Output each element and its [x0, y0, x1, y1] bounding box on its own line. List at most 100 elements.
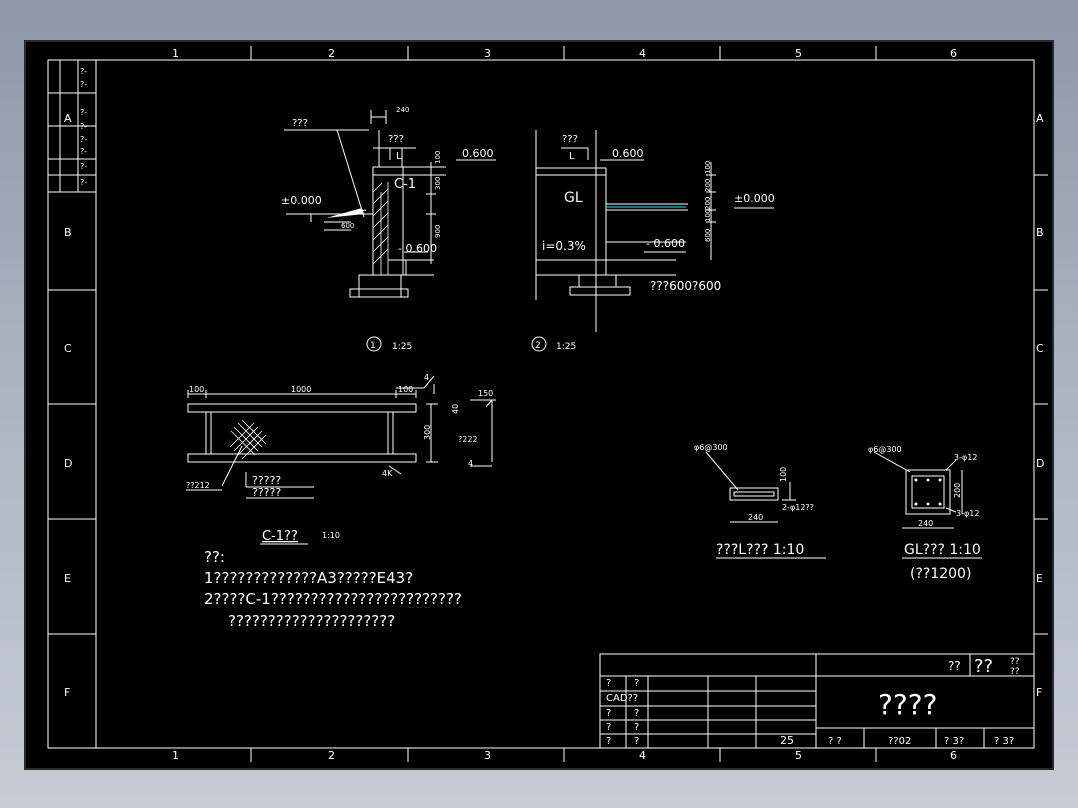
tb-row-label: ? — [606, 708, 611, 719]
s1-dim-l-label: ??? — [388, 134, 404, 145]
c1-weld-note: ?222 — [458, 435, 478, 444]
col-label-1: 1 — [172, 47, 179, 60]
beam-gl-detail: φ6@300 3-φ12 3-φ12 200 240 GL??? 1:10 (?… — [868, 445, 982, 582]
tb-row-label: CAD?? — [606, 693, 638, 704]
beam-gl-stirrup: φ6@300 — [868, 445, 902, 454]
zone-ticks — [48, 46, 1048, 762]
section-2: ??? L 0.600 GL i=0.3% - 0.600 ???600?600… — [531, 130, 775, 352]
s2-dim-right: 600 — [704, 229, 712, 242]
s2-dim-right: 100 — [704, 161, 712, 174]
beam-gl-dim-200: 200 — [953, 483, 962, 498]
s2-level-0000: ±0.000 — [734, 192, 775, 205]
c1-dim-4: 4 — [468, 459, 473, 468]
notes-heading: ??: — [204, 548, 225, 566]
c1-weld-size: 4 — [424, 373, 429, 382]
revision-mark: ?- — [80, 178, 87, 187]
tb-bottom: ? ? — [828, 736, 842, 747]
s2-scale: 1:25 — [556, 342, 576, 352]
beam-l-stirrup: φ6@300 — [694, 443, 728, 452]
tb-value-25: 25 — [780, 734, 794, 747]
beam-gl-subtitle: (??1200) — [910, 566, 971, 582]
tb-drawing-name: ???? — [878, 688, 937, 721]
s1-dim-right: 300 — [434, 177, 442, 190]
s1-level-m0600: - 0.600 — [398, 242, 437, 255]
tb-bottom: ? 3? — [944, 736, 964, 747]
s1-level-0000: ±0.000 — [281, 194, 322, 207]
row-label-d-right: D — [1036, 457, 1044, 470]
s1-dim-right: 100 — [434, 151, 442, 164]
tb-top-right: ?? — [1010, 657, 1020, 667]
row-label-e: E — [64, 572, 71, 585]
revision-mark: ?- — [80, 67, 87, 76]
row-label-c: C — [64, 342, 72, 355]
tb-top-right: ?? — [974, 656, 993, 677]
notes-line-3: ????????????????????? — [228, 612, 395, 630]
row-label-f-right: F — [1036, 686, 1042, 699]
revision-mark: ?- — [80, 108, 87, 117]
row-label-a: A — [64, 112, 72, 125]
revision-mark: ?- — [80, 135, 87, 144]
drawing-sheet: 1 2 3 4 5 6 1 2 3 4 5 6 A B C D E F A B … — [47, 46, 1048, 762]
tb-bottom: ? 3? — [994, 736, 1014, 747]
s2-level-0600: 0.600 — [612, 147, 644, 160]
revision-mark: ?- — [80, 80, 87, 89]
row-label-d: D — [64, 457, 72, 470]
tb-row-label: ? — [606, 678, 611, 689]
s2-dim-right: 200 — [704, 197, 712, 210]
notes-line-1: 1?????????????A3?????E43? — [204, 569, 413, 587]
s1-member-label: C-1 — [394, 177, 416, 192]
beam-l-detail: φ6@300 100 240 2-φ12?? ???L??? 1:10 — [694, 443, 826, 559]
s1-scale: 1:25 — [392, 342, 412, 352]
beam-l-dim-240: 240 — [748, 513, 763, 522]
s2-dim-right: 100 — [704, 209, 712, 222]
col-label-1-bottom: 1 — [172, 749, 179, 762]
general-notes: ??: 1?????????????A3?????E43? 2????C-1??… — [204, 548, 462, 630]
col-label-3-bottom: 3 — [484, 749, 491, 762]
col-label-4-bottom: 4 — [639, 749, 646, 762]
col-label-6-bottom: 6 — [950, 749, 957, 762]
c1-hatch-note: ??212 — [186, 481, 210, 490]
s1-dim-600: 600 — [341, 222, 354, 230]
row-label-a-right: A — [1036, 112, 1044, 125]
col-label-3: 3 — [484, 47, 491, 60]
c1-note-a: ????? — [252, 474, 281, 487]
s1-l-mark: L — [396, 151, 402, 162]
s1-top-label: ??? — [292, 118, 308, 129]
row-label-b: B — [64, 226, 72, 239]
s2-number: 2 — [535, 341, 541, 351]
s2-top-label: ??? — [562, 134, 578, 145]
s1-number: 1 — [370, 341, 376, 351]
beam-l-dim-100: 100 — [779, 467, 788, 482]
c1-scale: 1:10 — [322, 531, 340, 540]
beam-l-bars: 2-φ12?? — [782, 503, 814, 512]
tb-row-value: ? — [634, 708, 639, 719]
s2-l-mark: L — [569, 151, 575, 162]
col-label-2: 2 — [328, 47, 335, 60]
revision-table: ?- ?- ?- ?- ?- ?- ?- ?- — [48, 60, 96, 193]
cad-viewport[interactable]: 1 2 3 4 5 6 1 2 3 4 5 6 A B C D E F A B … — [24, 40, 1054, 770]
title-block: ? ? CAD?? ? ? ? ? ? ? 25 ?? ?? ?? ?? ???… — [599, 653, 1035, 749]
c1-dim-100-right: 100 — [398, 385, 413, 394]
c1-dim-1000: 1000 — [291, 385, 311, 394]
tb-row-label: ? — [606, 736, 611, 747]
col-label-2-bottom: 2 — [328, 749, 335, 762]
c1-dim-150: 150 — [478, 389, 493, 398]
revision-mark: ?- — [80, 162, 87, 171]
row-label-b-right: B — [1036, 226, 1044, 239]
s1-level-0600: 0.600 — [462, 147, 494, 160]
row-label-f: F — [64, 686, 70, 699]
tb-top-right: ?? — [1010, 667, 1020, 677]
tb-row-label: ? — [606, 722, 611, 733]
s2-slope: i=0.3% — [542, 239, 586, 253]
notes-line-2: 2????C-1???????????????????????? — [204, 590, 462, 608]
tb-row-value: ? — [634, 736, 639, 747]
beam-gl-bottom-bars: 3-φ12 — [956, 509, 979, 518]
beam-gl-title: GL??? 1:10 — [904, 542, 981, 558]
tb-row-value: ? — [634, 678, 639, 689]
c1-dim-300: 300 — [423, 425, 432, 440]
s2-dim-right: 200 — [704, 179, 712, 192]
s2-pad-note: ???600?600 — [650, 279, 721, 293]
beam-gl-dim-240: 240 — [918, 519, 933, 528]
c1-detail: 100 1000 100 4 150 300 40 4 ?222 4K ????… — [186, 373, 496, 545]
tb-bottom: ??02 — [888, 736, 911, 747]
